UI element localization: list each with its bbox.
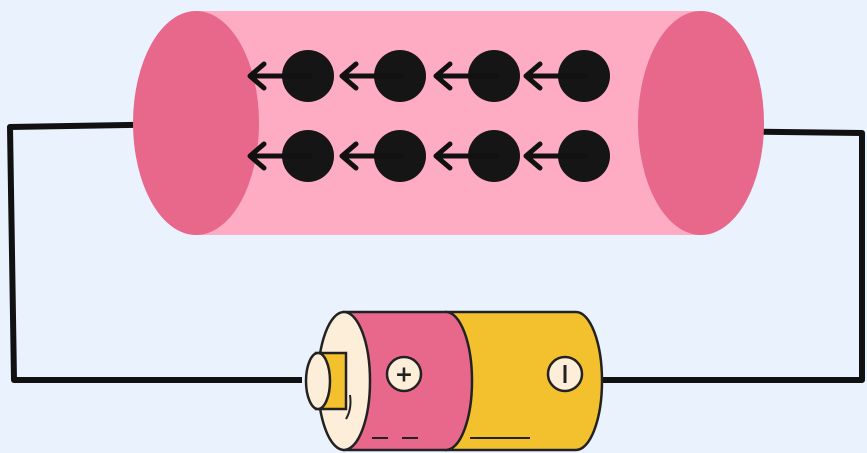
battery-shine-mark (345, 394, 352, 420)
drift-arrow-left (247, 61, 313, 91)
conductor-left-end (133, 11, 259, 235)
battery-positive-label: + (395, 363, 413, 388)
drift-arrow-left (339, 141, 405, 171)
conductor-right-end (638, 11, 764, 235)
circuit-wire (7, 121, 865, 383)
wire-left (7, 121, 302, 383)
wire-right (598, 128, 865, 383)
battery-terminal-nub (304, 351, 332, 411)
battery-positive-symbol-ring (385, 355, 423, 393)
conductor-cylinder (133, 11, 764, 235)
conductor-body (196, 11, 701, 235)
electron-group (247, 50, 610, 182)
drift-arrow-left (523, 141, 589, 171)
battery-negative-body (444, 310, 604, 452)
battery: + (304, 310, 604, 452)
drift-arrow-left (247, 141, 313, 171)
drift-arrow-left (339, 61, 405, 91)
drift-arrow-left (433, 141, 499, 171)
drift-arrow-left (433, 61, 499, 91)
drift-arrow-left (523, 61, 589, 91)
